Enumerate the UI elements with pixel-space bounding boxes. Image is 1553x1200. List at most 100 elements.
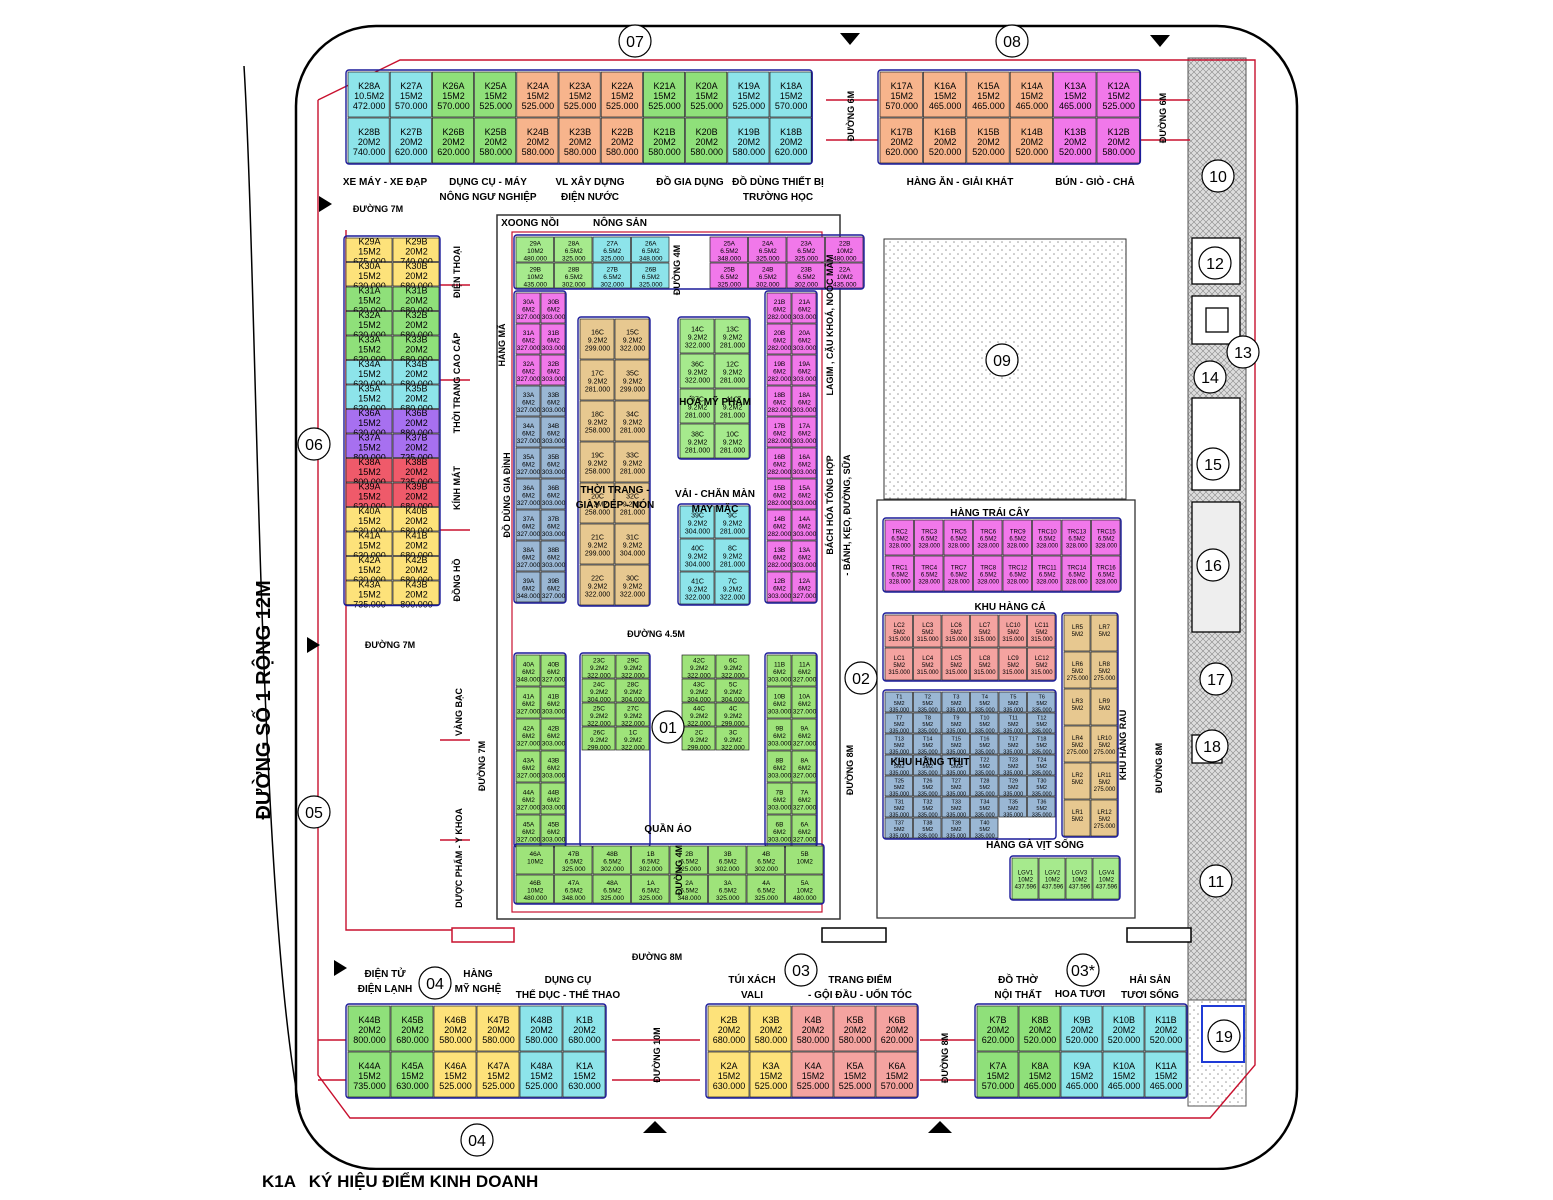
- stall-cell[interactable]: [709, 236, 748, 263]
- stall-cell[interactable]: [769, 117, 812, 164]
- stall-cell[interactable]: [540, 654, 566, 687]
- stall-cell[interactable]: [600, 117, 643, 164]
- stall-cell[interactable]: [476, 1005, 520, 1052]
- stall-cell[interactable]: [515, 845, 554, 875]
- stall-cell[interactable]: [914, 555, 944, 592]
- stall-cell[interactable]: [1053, 117, 1097, 164]
- stall-cell[interactable]: [884, 614, 913, 648]
- stall-cell[interactable]: [615, 726, 650, 751]
- stall-cell[interactable]: [766, 571, 792, 603]
- stall-cell[interactable]: [913, 614, 942, 648]
- stall-cell[interactable]: [1061, 519, 1091, 556]
- stall-cell[interactable]: [708, 874, 747, 904]
- stall-cell[interactable]: [923, 71, 967, 118]
- stall-cell[interactable]: [913, 691, 942, 713]
- stall-cell[interactable]: [998, 733, 1027, 755]
- stall-cell[interactable]: [554, 236, 593, 263]
- stall-cell[interactable]: [998, 647, 1027, 681]
- stall-cell[interactable]: [1092, 857, 1120, 900]
- stall-cell[interactable]: [943, 519, 973, 556]
- stall-cell[interactable]: [1102, 1005, 1145, 1052]
- stall-cell[interactable]: [540, 447, 566, 479]
- stall-cell[interactable]: [345, 482, 393, 507]
- stall-cell[interactable]: [714, 423, 750, 459]
- stall-cell[interactable]: [970, 614, 999, 648]
- stall-cell[interactable]: [966, 71, 1010, 118]
- stall-cell[interactable]: [769, 71, 812, 118]
- stall-cell[interactable]: [515, 686, 541, 719]
- stall-cell[interactable]: [392, 507, 440, 532]
- stall-cell[interactable]: [833, 1005, 876, 1052]
- stall-cell[interactable]: [884, 817, 913, 839]
- stall-cell[interactable]: [515, 654, 541, 687]
- stall-cell[interactable]: [679, 538, 715, 572]
- stall-cell[interactable]: [515, 509, 541, 541]
- stall-cell[interactable]: [1090, 762, 1118, 800]
- stall-cell[interactable]: [540, 416, 566, 448]
- stall-cell[interactable]: [392, 335, 440, 360]
- stall-cell[interactable]: [392, 360, 440, 385]
- stall-cell[interactable]: [474, 117, 517, 164]
- stall-cell[interactable]: [345, 237, 393, 262]
- stall-cell[interactable]: [973, 519, 1003, 556]
- stall-cell[interactable]: [579, 441, 615, 483]
- stall-cell[interactable]: [540, 478, 566, 510]
- stall-cell[interactable]: [345, 335, 393, 360]
- stall-cell[interactable]: [474, 71, 517, 118]
- stall-cell[interactable]: [558, 71, 601, 118]
- stall-cell[interactable]: [879, 117, 923, 164]
- stall-cell[interactable]: [715, 678, 750, 703]
- stall-cell[interactable]: [685, 71, 728, 118]
- stall-cell[interactable]: [1009, 117, 1053, 164]
